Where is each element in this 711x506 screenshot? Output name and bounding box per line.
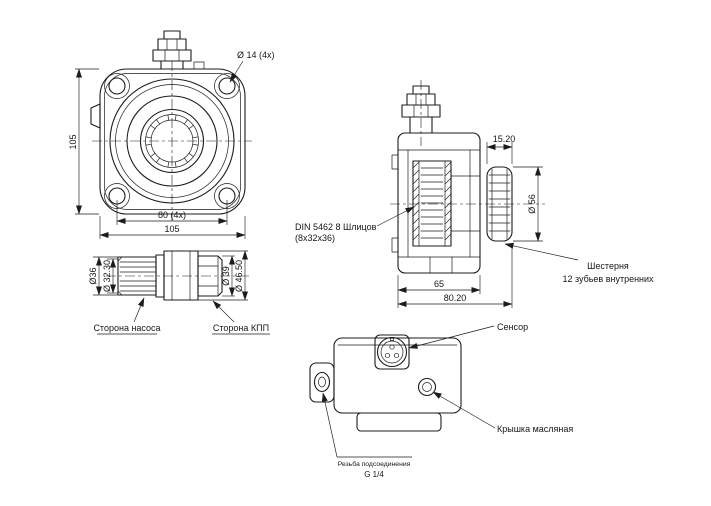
note-gear: Шестерня 12 зубьев внутренних: [504, 242, 654, 284]
gear-note-line1: Шестерня: [587, 261, 629, 271]
side-view-body: [390, 132, 545, 274]
side-view-spline-sleeve: [412, 160, 452, 247]
spline-lines: [420, 167, 444, 239]
thread-port-bore: [318, 376, 326, 388]
dim-overall-length: 80.20: [397, 243, 513, 308]
gearbox-side-label: Сторона КПП: [213, 323, 269, 333]
flange-side-tab: [90, 103, 101, 129]
dim-front-bolt-spacing: 80 (4x): [116, 200, 228, 225]
dim-label: Ø 39: [221, 266, 231, 286]
dim-label: 15.20: [493, 134, 516, 144]
flange-inner-contour: [104, 73, 241, 210]
oil-cap: [417, 377, 437, 397]
dim-gear-width: 15.20: [486, 134, 516, 164]
label-oil-cap: Крышка масляная: [432, 391, 573, 434]
dim-shaft-d36: Ø36: [88, 256, 118, 296]
bolt-boss: [214, 73, 240, 99]
sensor-label: Сенсор: [497, 322, 528, 332]
connector-pin: [393, 352, 400, 359]
front-view-flange: [90, 61, 252, 221]
bolt-boss: [104, 73, 130, 99]
side-view-gear: [486, 166, 513, 242]
body-lower-step: [356, 412, 442, 432]
gear-teeth-lines: [488, 174, 511, 232]
shaft-flange: [163, 250, 199, 301]
thread-label-line1: Резьба подсоединения: [338, 460, 411, 468]
label-pump-side: Сторона насоса: [93, 297, 161, 335]
dim-shaft-d39: Ø 39: [221, 255, 235, 297]
oil-cap-label: Крышка масляная: [497, 424, 573, 434]
bolt-hole: [108, 77, 126, 95]
connector-pin: [384, 352, 391, 359]
shaft-body: [106, 250, 252, 301]
hatch-right: [444, 161, 452, 241]
side-view-fitting: [401, 80, 441, 146]
dim-body-length: 65: [397, 275, 481, 308]
spline-note-line2: (8x32x36): [295, 233, 335, 243]
dim-label: 105: [68, 134, 78, 149]
bottom-view: Сенсор Крышка масляная Резьба подсоедине…: [309, 322, 573, 479]
dim-label: 105: [164, 224, 179, 234]
pump-side-label: Сторона насоса: [93, 323, 160, 333]
spline-note-line1: DIN 5462 8 Шлицов: [295, 222, 377, 232]
dim-front-height: 105: [68, 68, 99, 215]
front-view-breather-fitting: [152, 30, 205, 70]
dim-front-width: 105: [99, 216, 246, 239]
dim-label: Ø 56: [527, 194, 537, 214]
note-spline: DIN 5462 8 Шлицов (8x32x36): [295, 206, 415, 243]
dim-label: Ø 14 (4x): [237, 50, 275, 60]
mount-ear: [391, 154, 399, 170]
label-gearbox-side: Сторона КПП: [212, 300, 270, 335]
small-boss: [193, 61, 205, 70]
dim-shaft-d32: Ø 32.30: [102, 258, 118, 294]
hatch-left: [412, 161, 420, 241]
side-view: 15.20 Ø 56 65 80.20 DIN 5462 8 Шлицов (8…: [295, 80, 654, 308]
connector-pin: [389, 344, 395, 350]
dim-label: Ø36: [88, 267, 98, 284]
thread-port: [313, 371, 331, 393]
shaft-view: Ø36 Ø 32.30 Ø 39 Ø 46.50 Сторона насоса: [88, 250, 270, 335]
gear-note-line2: 12 зубьев внутренних: [562, 274, 654, 284]
mount-tab: [309, 362, 335, 403]
dim-shaft-d46: Ø 46.50: [198, 250, 248, 301]
hub-circle: [139, 108, 205, 174]
front-view: 105 80 (4x) 105 Ø 14 (4x): [68, 30, 275, 239]
shaft-spline-lines: [119, 261, 157, 292]
dim-label: 65: [434, 279, 444, 289]
dim-label: 80.20: [444, 293, 467, 303]
dim-label: Ø 46.50: [234, 260, 244, 292]
dim-label: 80 (4x): [158, 210, 186, 220]
label-thread: Резьба подсоединения G 1/4: [321, 392, 412, 479]
label-sensor: Сенсор: [408, 322, 528, 349]
dim-front-bolt-hole: Ø 14 (4x): [229, 50, 275, 83]
thread-label-line2: G 1/4: [364, 470, 384, 479]
mount-ear: [391, 237, 399, 253]
bolt-hole: [218, 77, 236, 95]
bottom-view-body: [309, 337, 462, 432]
dim-gear-diameter: Ø 56: [513, 166, 543, 242]
flange-outline: [99, 68, 246, 215]
dim-label: Ø 32.30: [102, 260, 112, 292]
connector-key-notch: [390, 337, 394, 341]
sensor-connector: [374, 334, 410, 370]
